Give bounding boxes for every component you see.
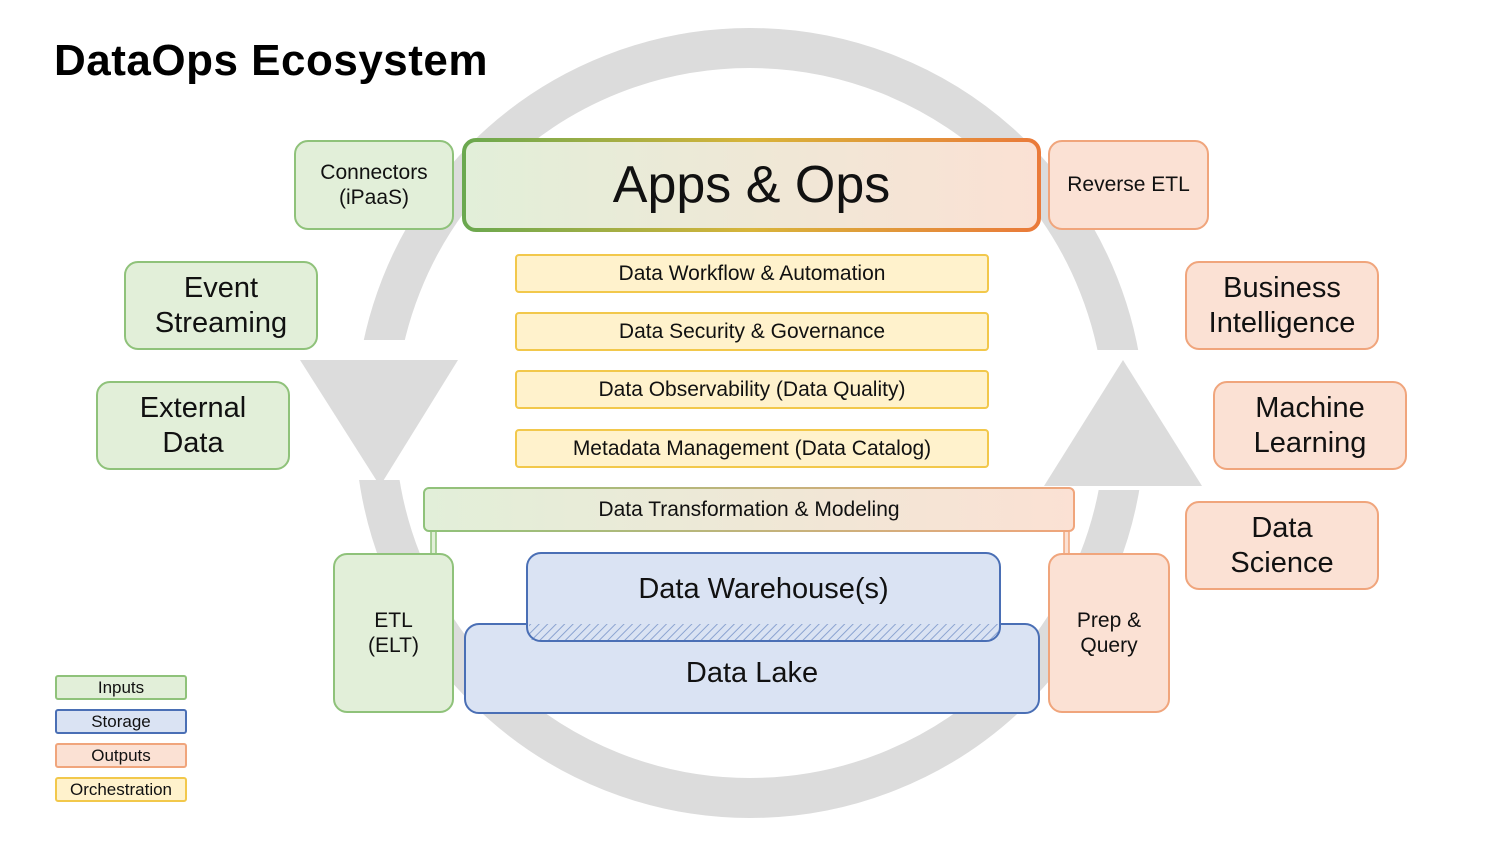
storage-overlap-hatch	[529, 624, 998, 640]
etl-box: ETL (ELT)	[333, 553, 454, 713]
page-title: DataOps Ecosystem	[54, 36, 489, 85]
apps-ops-box-bg	[462, 138, 1041, 232]
bi-line2: Intelligence	[1208, 306, 1356, 339]
event-line1: Event	[183, 271, 259, 304]
connectors-line2: (iPaaS)	[338, 186, 409, 209]
event-line2: Streaming	[154, 306, 288, 339]
cycle-arrow-right-icon	[1044, 360, 1202, 486]
connectors-box: Connectors (iPaaS)	[294, 140, 454, 230]
legend-inputs-label: Inputs	[97, 678, 145, 697]
data-lake-box: Data Lake	[465, 640, 1039, 706]
reverse-etl-label: Reverse ETL	[1067, 173, 1190, 197]
etl-line2: (ELT)	[368, 634, 419, 657]
legend-outputs: Outputs	[55, 743, 187, 768]
reverse-etl-box: Reverse ETL	[1048, 140, 1209, 230]
etl-connector-line	[430, 529, 437, 555]
machine-learning-box: Machine Learning	[1213, 381, 1407, 470]
orchestration-security: Data Security & Governance	[515, 312, 989, 351]
business-intelligence-box: Business Intelligence	[1185, 261, 1379, 350]
ml-line2: Learning	[1253, 426, 1367, 459]
data-warehouse-box: Data Warehouse(s)	[527, 553, 1000, 625]
legend-outputs-label: Outputs	[91, 746, 151, 765]
orchestration-observability: Data Observability (Data Quality)	[515, 370, 989, 409]
apps-ops-label: Apps & Ops	[464, 140, 1039, 230]
prep-line1: Prep &	[1076, 608, 1142, 632]
orchestration-metadata-label: Metadata Management (Data Catalog)	[572, 436, 932, 460]
orchestration-security-label: Data Security & Governance	[618, 319, 886, 343]
event-streaming-box: Event Streaming	[124, 261, 318, 350]
apps-ops-text: Apps & Ops	[612, 155, 891, 214]
legend-storage-label: Storage	[91, 712, 151, 731]
prep-query-box: Prep & Query	[1048, 553, 1170, 713]
data-warehouse-bg	[526, 552, 1001, 642]
orchestration-observability-label: Data Observability (Data Quality)	[598, 377, 906, 401]
orchestration-workflow: Data Workflow & Automation	[515, 254, 989, 293]
legend-orchestration-label: Orchestration	[69, 780, 173, 799]
legend-inputs: Inputs	[55, 675, 187, 700]
transformation-bar: Data Transformation & Modeling	[424, 488, 1074, 531]
prep-line2: Query	[1080, 634, 1138, 657]
connectors-line1: Connectors	[320, 160, 428, 184]
cycle-arrow-left-icon	[300, 360, 458, 486]
transformation-label: Data Transformation & Modeling	[598, 497, 900, 521]
external-data-box: External Data	[96, 381, 290, 470]
orchestration-workflow-label: Data Workflow & Automation	[618, 261, 886, 285]
etl-line1: ETL	[374, 608, 413, 632]
data-lake-label: Data Lake	[685, 656, 819, 689]
external-line1: External	[139, 391, 247, 424]
data-warehouse-label: Data Warehouse(s)	[638, 572, 889, 605]
bi-line1: Business	[1223, 271, 1341, 304]
ds-line1: Data	[1251, 511, 1313, 544]
prep-connector-line	[1063, 529, 1070, 555]
ds-line2: Science	[1230, 546, 1334, 579]
external-line2: Data	[162, 426, 224, 459]
transformation-bar-bg	[423, 487, 1075, 532]
orchestration-metadata: Metadata Management (Data Catalog)	[515, 429, 989, 468]
data-science-box: Data Science	[1185, 501, 1379, 590]
legend-storage: Storage	[55, 709, 187, 734]
legend-orchestration: Orchestration	[55, 777, 187, 802]
ml-line1: Machine	[1255, 391, 1365, 424]
